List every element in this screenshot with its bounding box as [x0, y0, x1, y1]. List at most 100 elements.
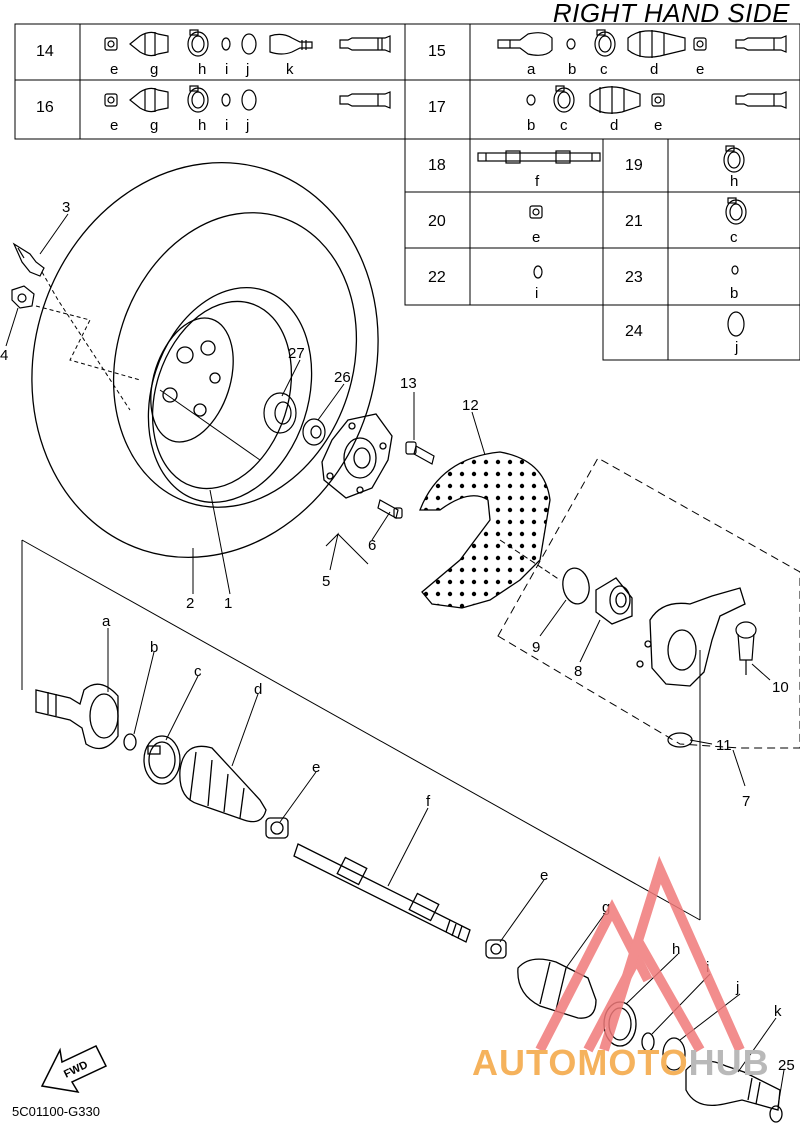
boot-d	[179, 745, 267, 823]
kit-icons	[104, 29, 787, 337]
watermark-logo	[535, 855, 745, 1053]
boot-icon	[129, 87, 169, 113]
callout-a: a	[102, 613, 111, 630]
disc-bolt	[405, 441, 435, 465]
ring-icon	[241, 33, 257, 55]
kit-letter: h	[198, 61, 206, 78]
kit-letter: c	[730, 229, 738, 246]
clamp-icon	[725, 197, 747, 225]
boot-icon	[589, 86, 641, 114]
callout-6: 6	[368, 537, 376, 554]
kit-letter: b	[730, 285, 738, 302]
watermark-text: AUTOMOTOHUB	[472, 1042, 770, 1084]
kit-letter: e	[696, 61, 704, 78]
nut-icon	[693, 37, 707, 51]
kit-letter: i	[225, 61, 228, 78]
steering-knuckle	[636, 587, 746, 687]
watermark-part1: AUTOMOTO	[472, 1042, 689, 1083]
kit-letter: c	[560, 117, 568, 134]
boot-icon	[129, 31, 169, 57]
kit-table	[14, 23, 800, 361]
circlip-11	[667, 732, 693, 748]
callout-d: d	[254, 681, 262, 698]
circlip-i	[641, 1032, 655, 1052]
drive-shaft-assembly	[21, 539, 783, 1123]
kit-letter: g	[150, 61, 158, 78]
kit-letter: e	[654, 117, 662, 134]
kit-number: 16	[36, 99, 54, 116]
kit-letter: f	[535, 173, 540, 190]
ring-icon	[241, 89, 257, 111]
callout-11: 11	[716, 737, 732, 754]
kit-letter: e	[532, 229, 540, 246]
callout-e: e	[312, 759, 320, 776]
grease-tube-icon	[339, 35, 391, 53]
hub-bolt	[377, 499, 403, 519]
callout-1: 1	[224, 595, 232, 612]
shaft-icon	[477, 150, 601, 164]
nut-icon	[651, 93, 665, 107]
kit-letter: d	[650, 61, 658, 78]
circlip-icon	[731, 265, 739, 275]
wheel-hub	[321, 413, 393, 499]
kit-letter: b	[527, 117, 535, 134]
clamp-icon	[553, 85, 575, 113]
joint-icon	[269, 33, 313, 55]
callout-h: h	[672, 941, 680, 958]
wheel-nut	[11, 285, 35, 309]
kit-letter: e	[110, 117, 118, 134]
kit-letter: i	[225, 117, 228, 134]
grease-tube-icon	[339, 91, 391, 109]
kit-letter: b	[568, 61, 576, 78]
bearing-27	[263, 392, 297, 434]
inner-cv-joint	[685, 1060, 781, 1111]
kit-letter: g	[150, 117, 158, 134]
circlip-icon	[221, 93, 231, 107]
callout-25: 25	[778, 1057, 795, 1074]
kit-letter: c	[600, 61, 608, 78]
circlip-icon	[526, 94, 536, 106]
kit-letter: i	[535, 285, 538, 302]
outer-joint-icon	[497, 32, 553, 56]
callout-27: 27	[288, 345, 305, 362]
kit-number: 21	[625, 213, 643, 230]
callout-b: b	[150, 639, 158, 656]
kit-number: 15	[428, 43, 446, 60]
rim	[147, 286, 313, 504]
kit-letter: d	[610, 117, 618, 134]
tire	[31, 162, 379, 558]
callout-5: 5	[322, 573, 330, 590]
kit-number: 24	[625, 323, 643, 340]
grease-tube-icon	[735, 91, 787, 109]
boot-clamp-c	[143, 735, 181, 785]
kit-number: 18	[428, 157, 446, 174]
callout-c: c	[194, 663, 202, 680]
ball-joint	[735, 621, 757, 675]
page-title: RIGHT HAND SIDE	[552, 0, 790, 28]
leader-lines	[5, 213, 785, 1107]
circlip-9	[562, 567, 590, 605]
kit-letter: a	[527, 61, 536, 78]
kit-number: 19	[625, 157, 643, 174]
callout-12: 12	[462, 397, 479, 414]
brake-disc-guard	[419, 451, 551, 609]
bearing-8	[595, 577, 633, 625]
outer-cv-joint	[35, 683, 119, 750]
callout-8: 8	[574, 663, 582, 680]
collar-26	[302, 418, 326, 446]
callout-7: 7	[742, 793, 750, 810]
clamp-icon	[594, 29, 616, 57]
callout-f: f	[426, 793, 431, 810]
ring-j	[662, 1037, 686, 1071]
clamp-e	[265, 817, 289, 839]
kit-letter: e	[110, 61, 118, 78]
drawing-code: 5C01100-G330	[12, 1104, 100, 1119]
boot-g	[517, 958, 597, 1019]
kit-letter: j	[734, 339, 738, 356]
watermark-part2: HUB	[688, 1042, 770, 1083]
kit-number: 22	[428, 269, 446, 286]
kit-number: 23	[625, 269, 643, 286]
kit-letter: k	[286, 61, 294, 78]
callout-k: k	[774, 1003, 782, 1020]
